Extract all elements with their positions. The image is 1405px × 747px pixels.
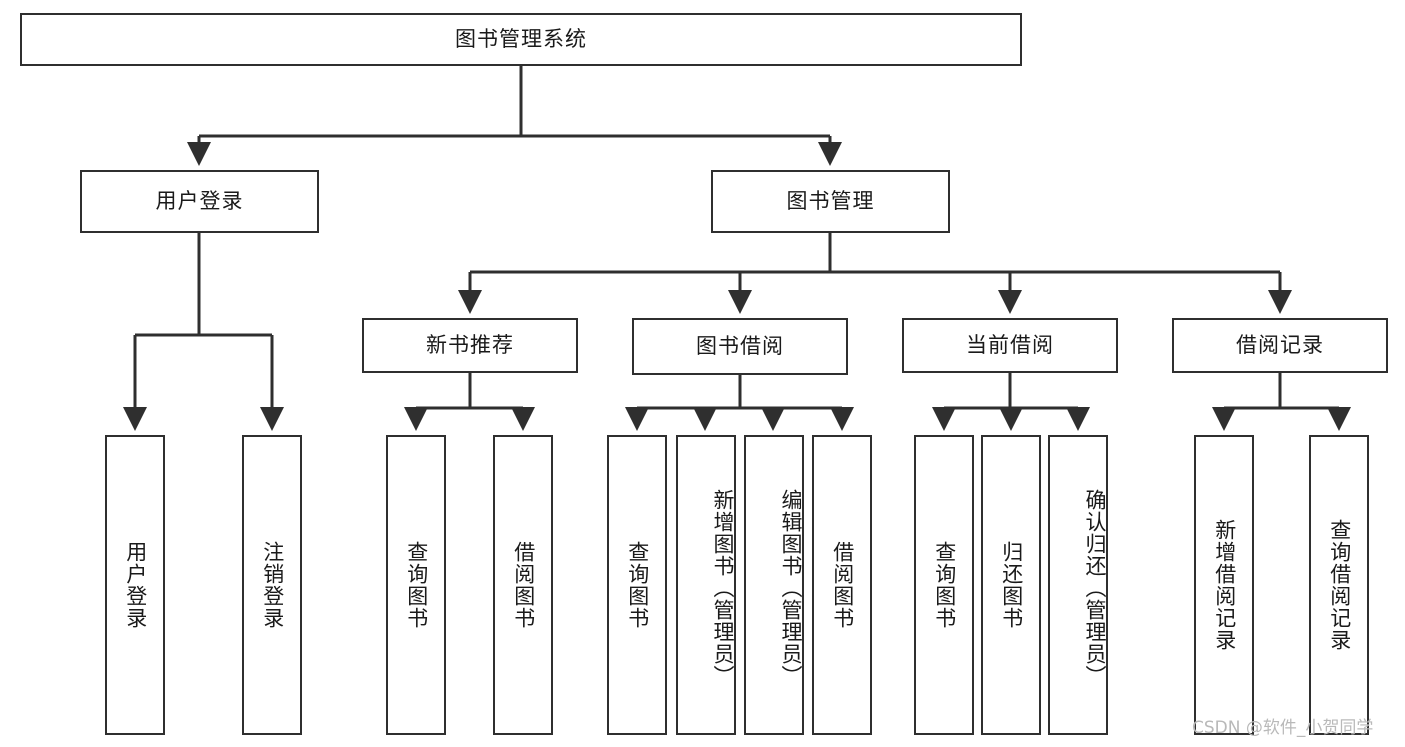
csdn-watermark: CSDN @软件_小贺同学 xyxy=(1192,718,1374,738)
leaf-logout-login[interactable]: 注销登录 xyxy=(242,435,302,735)
leaf-book-borrow-borrow-book[interactable]: 借阅图书 xyxy=(812,435,872,735)
node-label: 归还图书 xyxy=(999,541,1024,629)
node-label: 新书推荐 xyxy=(426,332,514,357)
node-root-book-management-system[interactable]: 图书管理系统 xyxy=(20,13,1022,66)
node-label: 查询图书 xyxy=(625,541,650,629)
leaf-borrow-record-add-record[interactable]: 新增借阅记录 xyxy=(1194,435,1254,735)
node-user-login[interactable]: 用户登录 xyxy=(80,170,319,233)
node-label: 图书管理系统 xyxy=(455,26,587,51)
node-label: 确认归还（管理员） xyxy=(1083,489,1107,687)
leaf-current-borrow-confirm-return-admin[interactable]: 确认归还（管理员） xyxy=(1048,435,1108,735)
leaf-new-book-query-book[interactable]: 查询图书 xyxy=(386,435,446,735)
leaf-user-login[interactable]: 用户登录 xyxy=(105,435,165,735)
node-borrow-record[interactable]: 借阅记录 xyxy=(1172,318,1388,373)
node-label: 借阅图书 xyxy=(830,541,855,629)
leaf-borrow-record-query-record[interactable]: 查询借阅记录 xyxy=(1309,435,1369,735)
node-label: 借阅记录 xyxy=(1236,332,1324,357)
node-label: 新增图书（管理员） xyxy=(711,489,735,687)
node-book-management[interactable]: 图书管理 xyxy=(711,170,950,233)
node-label: 注销登录 xyxy=(260,541,285,629)
leaf-book-borrow-query-book[interactable]: 查询图书 xyxy=(607,435,667,735)
leaf-current-borrow-query-book[interactable]: 查询图书 xyxy=(914,435,974,735)
node-label: 图书管理 xyxy=(786,188,875,213)
node-label: 当前借阅 xyxy=(966,332,1054,357)
leaf-book-borrow-edit-book-admin[interactable]: 编辑图书（管理员） xyxy=(744,435,804,735)
leaf-current-borrow-return-book[interactable]: 归还图书 xyxy=(981,435,1041,735)
node-label: 编辑图书（管理员） xyxy=(779,489,803,687)
node-label: 查询图书 xyxy=(404,541,429,629)
leaf-new-book-borrow-book[interactable]: 借阅图书 xyxy=(493,435,553,735)
leaf-book-borrow-add-book-admin[interactable]: 新增图书（管理员） xyxy=(676,435,736,735)
node-label: 查询图书 xyxy=(932,541,957,629)
node-label: 用户登录 xyxy=(123,541,148,629)
node-book-borrow[interactable]: 图书借阅 xyxy=(632,318,848,375)
node-label: 借阅图书 xyxy=(511,541,536,629)
node-label: 图书借阅 xyxy=(696,333,784,358)
node-label: 新增借阅记录 xyxy=(1212,519,1237,651)
node-label: 用户登录 xyxy=(155,188,244,213)
node-current-borrow[interactable]: 当前借阅 xyxy=(902,318,1118,373)
node-label: 查询借阅记录 xyxy=(1327,519,1352,651)
node-new-book-recommend[interactable]: 新书推荐 xyxy=(362,318,578,373)
